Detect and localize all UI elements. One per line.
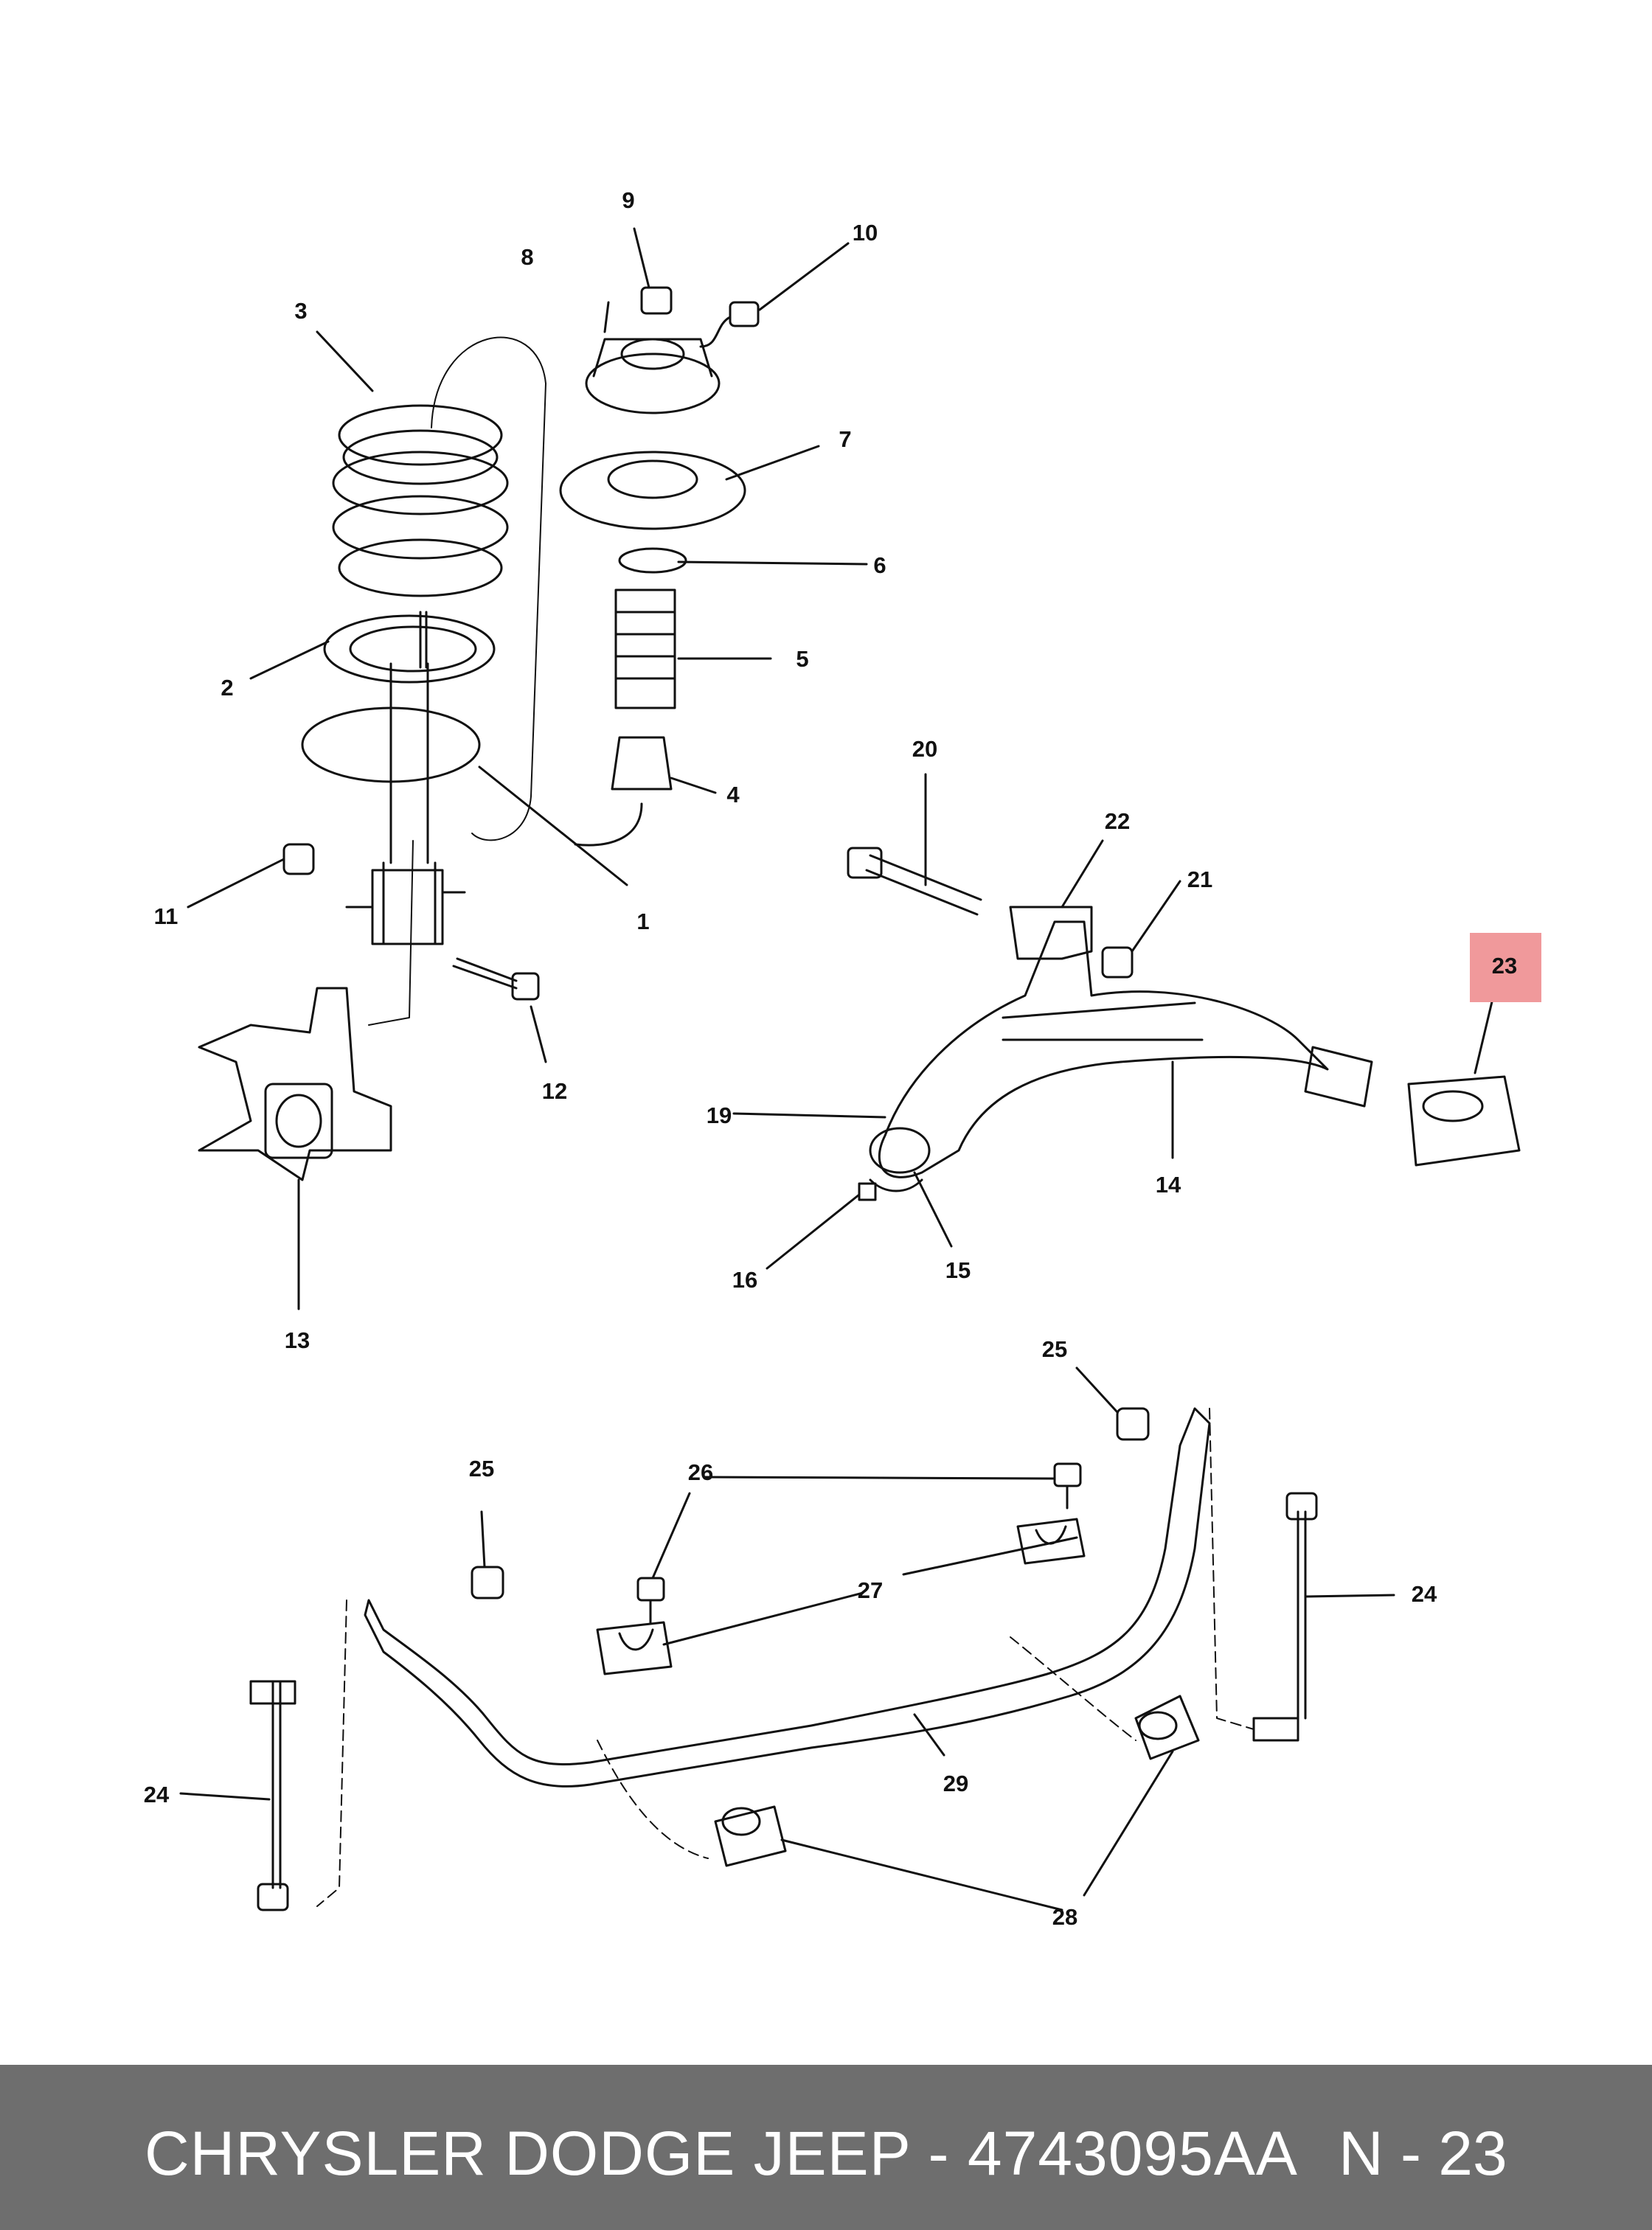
callout-1: 1 <box>636 909 649 934</box>
strut-mount <box>559 338 746 574</box>
strut-routing-line <box>368 336 546 1026</box>
nut-25-left <box>471 1566 504 1599</box>
lower-control-arm <box>878 906 1373 1178</box>
callout-26: 26 <box>688 1459 713 1485</box>
coil-spring <box>332 404 509 597</box>
callout-2: 2 <box>221 675 233 701</box>
callout-16: 16 <box>732 1267 757 1293</box>
nut-11 <box>282 843 315 875</box>
stabilizer-bar <box>364 1407 1211 1788</box>
callout-19: 19 <box>707 1102 732 1128</box>
callout-3: 3 <box>294 298 307 324</box>
callout-27: 27 <box>858 1577 883 1603</box>
callout-9: 9 <box>622 187 634 213</box>
footer-bar: CHRYSLER DODGE JEEP - 4743095AA N - 23 <box>0 2065 1652 2230</box>
brand-part-number: CHRYSLER DODGE JEEP - 4743095AA <box>145 2119 1298 2188</box>
spring-seat-upper <box>323 614 496 684</box>
callout-8: 8 <box>521 244 533 270</box>
link-right <box>1252 1492 1318 1742</box>
leader-lines <box>179 227 1495 1911</box>
steering-knuckle <box>198 987 392 1181</box>
callout-24-left: 24 <box>144 1782 170 1807</box>
callout-20: 20 <box>912 736 937 762</box>
callout-21: 21 <box>1187 866 1212 892</box>
bushing-28-right <box>1134 1695 1200 1760</box>
callout-6: 6 <box>873 552 886 578</box>
callout-labels: 1 2 3 4 5 6 7 8 9 10 11 12 13 14 15 16 1… <box>144 187 1517 1930</box>
jounce-bumper-boot <box>574 588 676 847</box>
bolt-26-right <box>1053 1462 1082 1510</box>
callout-11: 11 <box>154 903 178 929</box>
nut-25-right <box>1116 1407 1150 1441</box>
callout-14: 14 <box>1156 1172 1181 1198</box>
fitting-16 <box>858 1182 877 1201</box>
callout-25-right: 25 <box>1042 1336 1067 1362</box>
callout-24-right: 24 <box>1412 1581 1437 1607</box>
highlight-box-23 <box>1470 933 1541 1002</box>
bushing-23 <box>1407 1075 1521 1167</box>
callout-10: 10 <box>853 220 878 246</box>
callout-28: 28 <box>1052 1904 1077 1930</box>
callout-12: 12 <box>542 1078 567 1104</box>
bushing-28-left <box>714 1805 787 1867</box>
callout-4: 4 <box>726 782 740 807</box>
callout-13: 13 <box>285 1327 310 1353</box>
bolt-12 <box>452 957 540 1001</box>
callout-25-left: 25 <box>469 1456 494 1482</box>
bolt-20 <box>847 847 982 916</box>
clamp-27-right <box>1016 1518 1086 1565</box>
nut-10 <box>699 301 760 348</box>
callout-23: 23 <box>1492 953 1517 979</box>
link-left <box>249 1680 296 1911</box>
clamp-27-left <box>596 1621 673 1675</box>
callout-7: 7 <box>839 426 851 452</box>
nut-9 <box>640 286 673 315</box>
callout-5: 5 <box>796 646 808 672</box>
callout-22: 22 <box>1105 808 1130 834</box>
nut-21 <box>1101 946 1134 979</box>
bolt-26-left <box>636 1577 665 1624</box>
parts-diagram: 1 2 3 4 5 6 7 8 9 10 11 12 13 14 15 16 1… <box>144 187 1541 1930</box>
diagram-code: N - 23 <box>1339 2119 1507 2188</box>
callout-29: 29 <box>943 1771 968 1796</box>
routing-lines-lower <box>316 1408 1254 1907</box>
strut-body <box>301 611 481 945</box>
callout-15: 15 <box>945 1257 971 1283</box>
